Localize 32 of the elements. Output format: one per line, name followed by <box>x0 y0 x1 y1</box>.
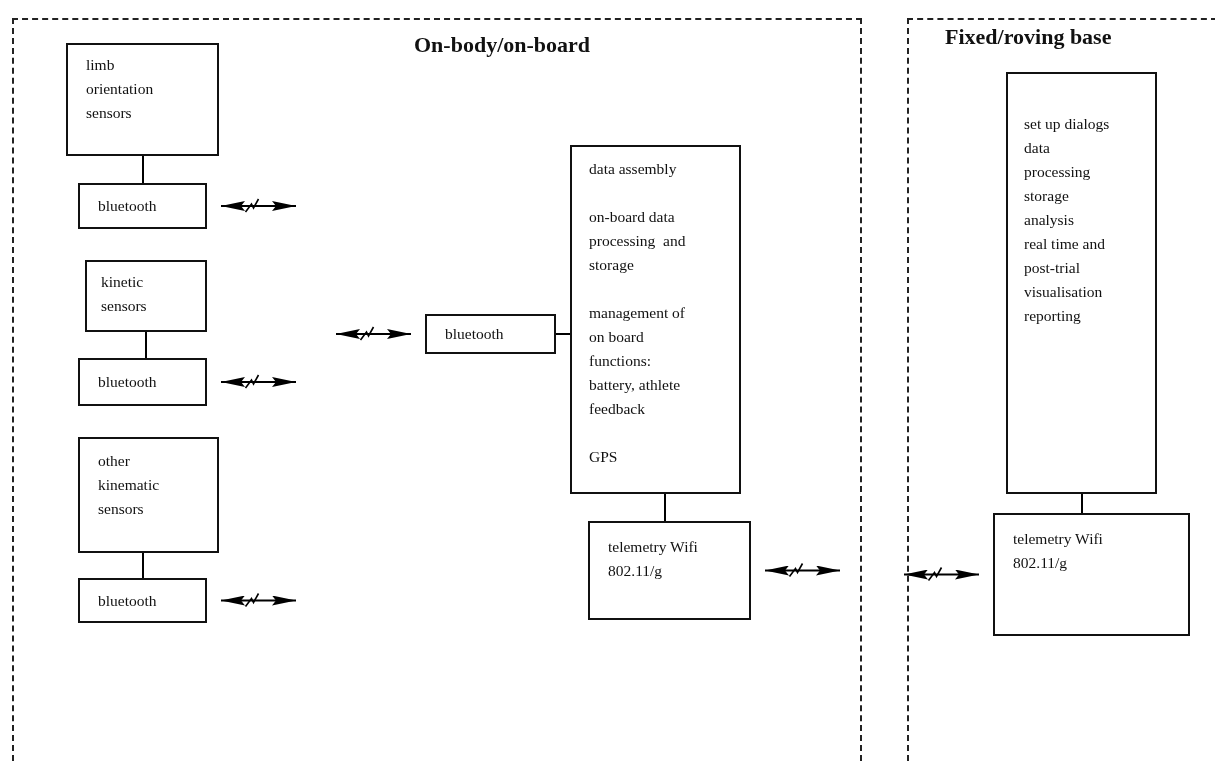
group-title: Fixed/roving base <box>945 24 1112 50</box>
box-label: analysis <box>1024 210 1075 230</box>
box-label: limb orientation sensors <box>86 55 155 123</box>
box-label: bluetooth <box>445 324 505 344</box>
process-box <box>78 437 219 553</box>
process-box <box>85 260 207 332</box>
box-label: bluetooth <box>98 372 158 392</box>
box-label: reporting <box>1024 306 1082 326</box>
box-label: storage <box>1024 186 1070 206</box>
process-box <box>993 513 1190 636</box>
dashed-group-frame <box>907 18 1215 761</box>
box-label: management of on board functions: battery, athlete feedback <box>589 303 686 419</box>
process-box <box>570 145 741 494</box>
box-label: set up dialogs <box>1024 114 1111 134</box>
dashed-group-frame <box>12 18 862 761</box>
box-label: bluetooth <box>98 591 158 611</box>
process-box <box>78 578 207 623</box>
process-box <box>66 43 219 156</box>
group-title: On-body/on-board <box>414 32 591 58</box>
box-label: other kinematic sensors <box>98 451 161 519</box>
box-label: kinetic sensors <box>101 272 148 316</box>
box-label: telemetry Wifi 802.11/g <box>608 537 699 581</box>
process-box <box>78 183 207 229</box>
process-box <box>588 521 751 620</box>
box-label: bluetooth <box>98 196 158 216</box>
box-label: GPS <box>589 447 619 467</box>
box-label: telemetry Wifi 802.11/g <box>1013 529 1104 573</box>
process-box <box>78 358 207 406</box>
box-label: data assembly <box>589 159 678 179</box>
box-label: on-board data processing and storage <box>589 207 687 275</box>
process-box <box>1006 72 1157 494</box>
process-box <box>425 314 556 354</box>
